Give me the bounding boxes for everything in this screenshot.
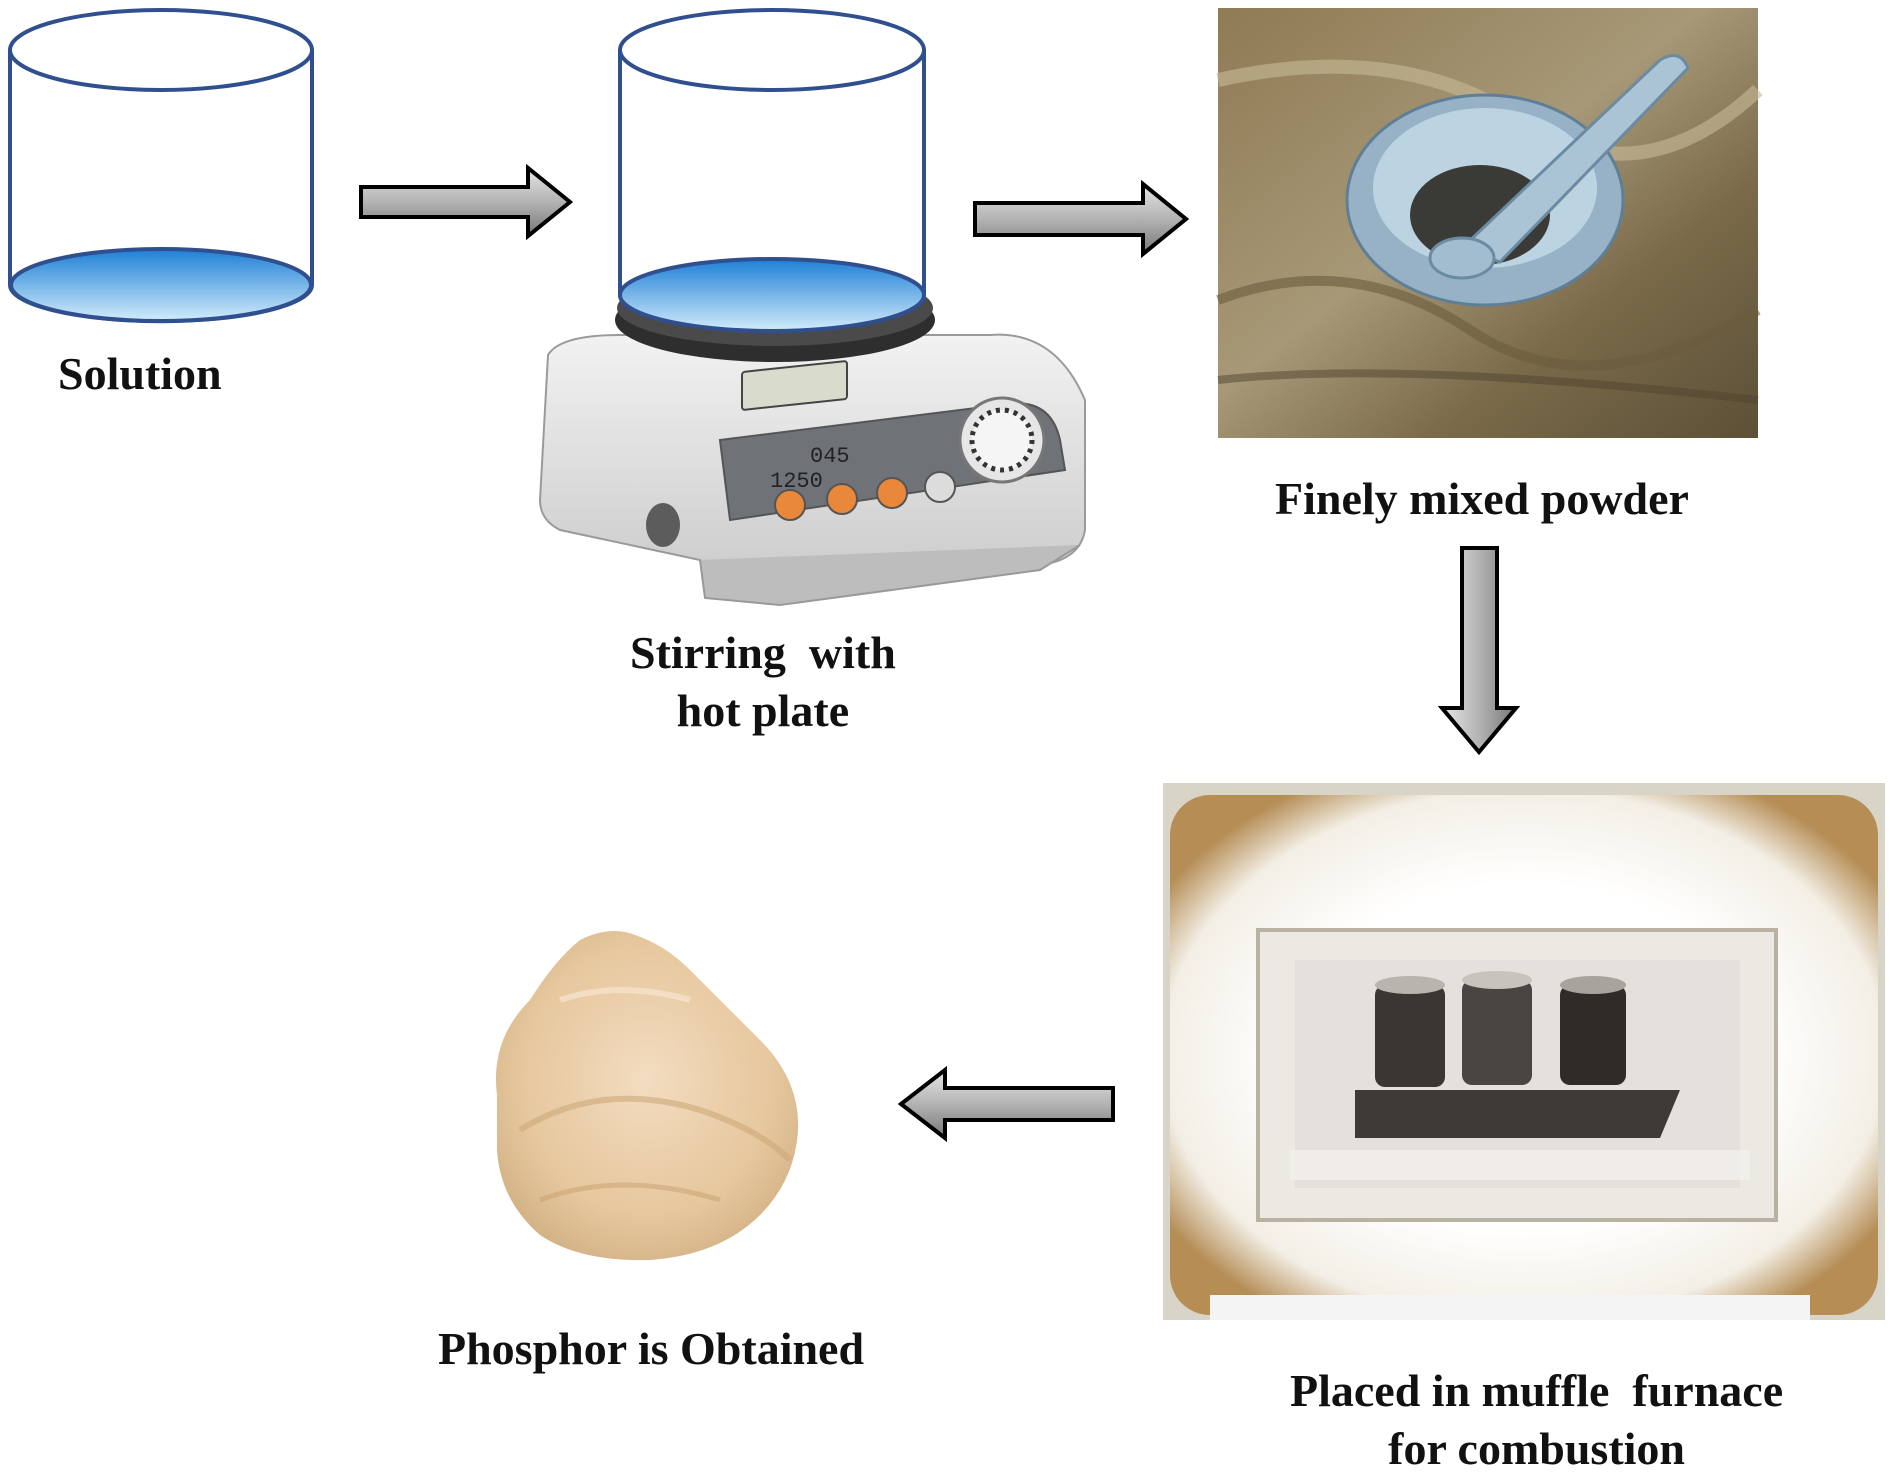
mortar-pestle-image	[1216, 8, 1763, 438]
stirring-label-line-1: Stirring with	[630, 627, 896, 678]
hot-plate-display-bottom: 1250	[770, 469, 823, 494]
furnace-label-line-1: Placed in muffle furnace	[1290, 1365, 1784, 1416]
hot-plate-display-top: 045	[810, 444, 850, 469]
arrow-solution-to-stirring	[359, 163, 574, 241]
furnace-label: Placed in muffle furnace for combustion	[1290, 1362, 1783, 1478]
solution-beaker	[8, 8, 314, 324]
arrow-furnace-to-phosphor	[897, 1065, 1115, 1143]
arrow-stirring-to-powder	[973, 179, 1190, 259]
arrow-powder-to-furnace	[1437, 546, 1521, 756]
crucibles	[1375, 971, 1626, 1087]
stirring-label: Stirring with hot plate	[630, 624, 896, 740]
phosphor-label: Phosphor is Obtained	[438, 1323, 865, 1374]
stirring-beaker	[618, 8, 926, 333]
stirring-label-line-2: hot plate	[676, 685, 850, 736]
muffle-furnace-image	[1163, 783, 1885, 1320]
phosphor-powder-image	[495, 931, 799, 1261]
powder-label: Finely mixed powder	[1275, 473, 1689, 524]
solution-label: Solution	[58, 348, 222, 399]
furnace-label-line-2: for combustion	[1388, 1423, 1686, 1474]
